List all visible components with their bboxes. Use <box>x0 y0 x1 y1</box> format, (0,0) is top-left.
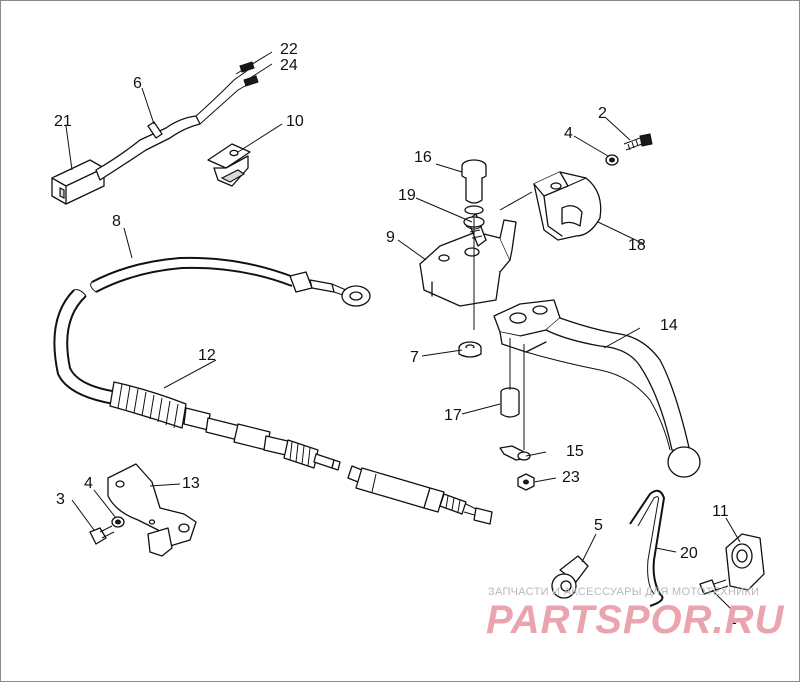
callout-13: 13 <box>182 475 200 492</box>
callout-labels: 22 24 6 21 10 2 4 16 19 9 18 8 14 7 12 1… <box>54 41 737 628</box>
part-10-clip <box>207 143 251 187</box>
part-11-grommet <box>725 533 765 591</box>
callout-11: 11 <box>712 503 729 520</box>
callout-17: 17 <box>444 407 462 424</box>
part-8-cable <box>90 256 371 307</box>
callout-18: 18 <box>628 237 646 254</box>
callout-20: 20 <box>680 545 698 562</box>
leader-lines <box>65 51 741 611</box>
callout-21: 21 <box>54 113 72 130</box>
watermark-tagline: ЗАПЧАСТИ И АКСЕССУАРЫ ДЛЯ МОТОТЕХНИКИ <box>488 586 760 598</box>
part-13-plate <box>107 463 197 557</box>
callout-4-left: 4 <box>84 475 93 492</box>
part-15-washer <box>499 445 531 461</box>
part-3-screw <box>89 525 115 545</box>
callout-9: 9 <box>386 229 395 246</box>
callout-19: 19 <box>398 187 416 204</box>
callout-4-top: 4 <box>564 125 573 142</box>
callout-14: 14 <box>660 317 678 334</box>
part-4-washer-left <box>111 516 125 528</box>
part-4-washer-top <box>605 154 619 166</box>
callout-1: 1 <box>728 611 737 628</box>
callout-10: 10 <box>286 113 304 130</box>
part-21-connector <box>51 159 105 205</box>
watermark-logo: PARTSPOR.RU <box>486 598 785 642</box>
callout-24: 24 <box>280 57 298 74</box>
part-2-screw <box>623 133 653 151</box>
part-20-spring <box>629 489 666 607</box>
callout-12: 12 <box>198 347 216 364</box>
callout-16: 16 <box>414 149 432 166</box>
part-5-clip <box>551 555 589 599</box>
cable-end-assembly <box>347 465 493 525</box>
callout-7: 7 <box>410 349 419 366</box>
part-17-spacer <box>500 387 520 418</box>
callout-23: 23 <box>562 469 580 486</box>
callout-5: 5 <box>594 517 603 534</box>
part-12-clutch-cable <box>53 289 341 471</box>
callout-8: 8 <box>112 213 121 230</box>
callout-15: 15 <box>566 443 584 460</box>
part-9-bracket <box>419 213 517 307</box>
callout-3: 3 <box>56 491 65 508</box>
part-18-clamp <box>533 171 602 241</box>
part-23-bolt <box>517 473 535 491</box>
part-7-nut <box>458 341 482 358</box>
part-6-harness <box>95 61 259 181</box>
part-16-pin <box>461 159 487 215</box>
part-14-lever <box>493 299 701 478</box>
callout-22: 22 <box>280 41 298 58</box>
callout-2: 2 <box>598 105 607 122</box>
callout-6: 6 <box>133 75 142 92</box>
